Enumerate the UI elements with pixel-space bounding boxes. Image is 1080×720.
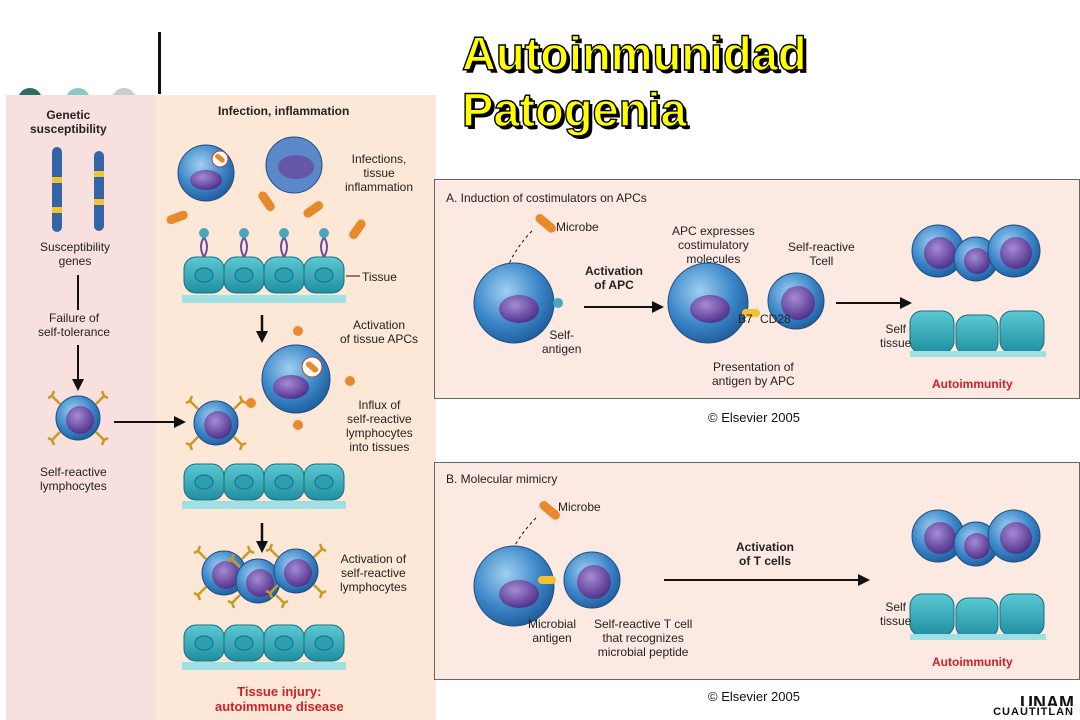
panel-b-self-tissue-label: Self tissue — [880, 600, 912, 628]
failure-self-tolerance-label: Failure of self-tolerance — [38, 311, 111, 339]
genetic-susceptibility-label: Genetic susceptibility — [30, 108, 107, 136]
panel-a-activation-label: Activation of APC — [585, 264, 644, 292]
unam-logo: UNAM CUAUTITLAN — [993, 696, 1074, 718]
self-reactive-tcell-label: Self-reactive Tcell — [788, 240, 855, 268]
panel-a-autoimmunity-label: Autoimmunity — [932, 377, 1013, 391]
infection-inflammation-header: Infection, inflammation — [218, 104, 350, 118]
presentation-label: Presentation of antigen by APC — [712, 360, 795, 388]
panel-a-title: A. Induction of costimulators on APCs — [446, 191, 647, 205]
panel-b-microbe-label: Microbe — [558, 500, 601, 514]
panel-b-tcell-label: Self-reactive T cell that recognizes mic… — [594, 617, 693, 659]
cd28-label: CD28 — [760, 312, 791, 326]
susceptibility-genes-label: Susceptibility genes — [40, 240, 111, 268]
panel-a-copyright: © Elsevier 2005 — [708, 410, 800, 425]
b7-label: B7 — [738, 312, 753, 326]
title-line-1: Autoinmunidad — [461, 26, 807, 80]
panel-a-figure — [473, 214, 1046, 357]
apc-expresses-label: APC expresses costimulatory molecules — [672, 224, 755, 266]
divider-line — [158, 32, 161, 94]
tissue-injury-line-2: autoimmune disease — [215, 699, 344, 714]
panel-b-copyright: © Elsevier 2005 — [708, 689, 800, 704]
panel-a-microbe-label: Microbe — [556, 220, 599, 234]
microbial-antigen-label: Microbial antigen — [528, 617, 577, 645]
tissue-label: Tissue — [362, 270, 397, 284]
influx-label: Influx of self-reactive lymphocytes into… — [346, 398, 413, 454]
activation-lymphocytes-label: Activation of self-reactive lymphocytes — [340, 552, 407, 594]
tissue-injury-line-1: Tissue injury: — [237, 684, 322, 699]
activation-apcs-label: Activation of tissue APCs — [340, 318, 419, 346]
infections-label: Infections, tissue inflammation — [345, 152, 414, 194]
tissue-injury-label: Tissue injury: autoimmune disease — [215, 684, 344, 714]
panel-b-figure — [473, 501, 1046, 640]
logo-line-2: CUAUTITLAN — [993, 706, 1074, 718]
panel-b-title: B. Molecular mimicry — [446, 472, 558, 486]
panel-a-self-antigen-label: Self- antigen — [542, 328, 582, 356]
self-reactive-lymphocytes-label: Self-reactive lymphocytes — [40, 465, 107, 493]
panel-b-activation-label: Activation of T cells — [736, 540, 795, 568]
pathogenesis-figure — [6, 95, 436, 720]
page-title: Autoinmunidad Patogenia — [461, 26, 807, 138]
panel-a-self-tissue-label: Self tissue — [880, 322, 912, 350]
logo-line-1: UNAM — [1020, 696, 1074, 706]
panel-b-autoimmunity-label: Autoimmunity — [932, 655, 1013, 669]
title-line-2: Patogenia — [461, 82, 687, 136]
